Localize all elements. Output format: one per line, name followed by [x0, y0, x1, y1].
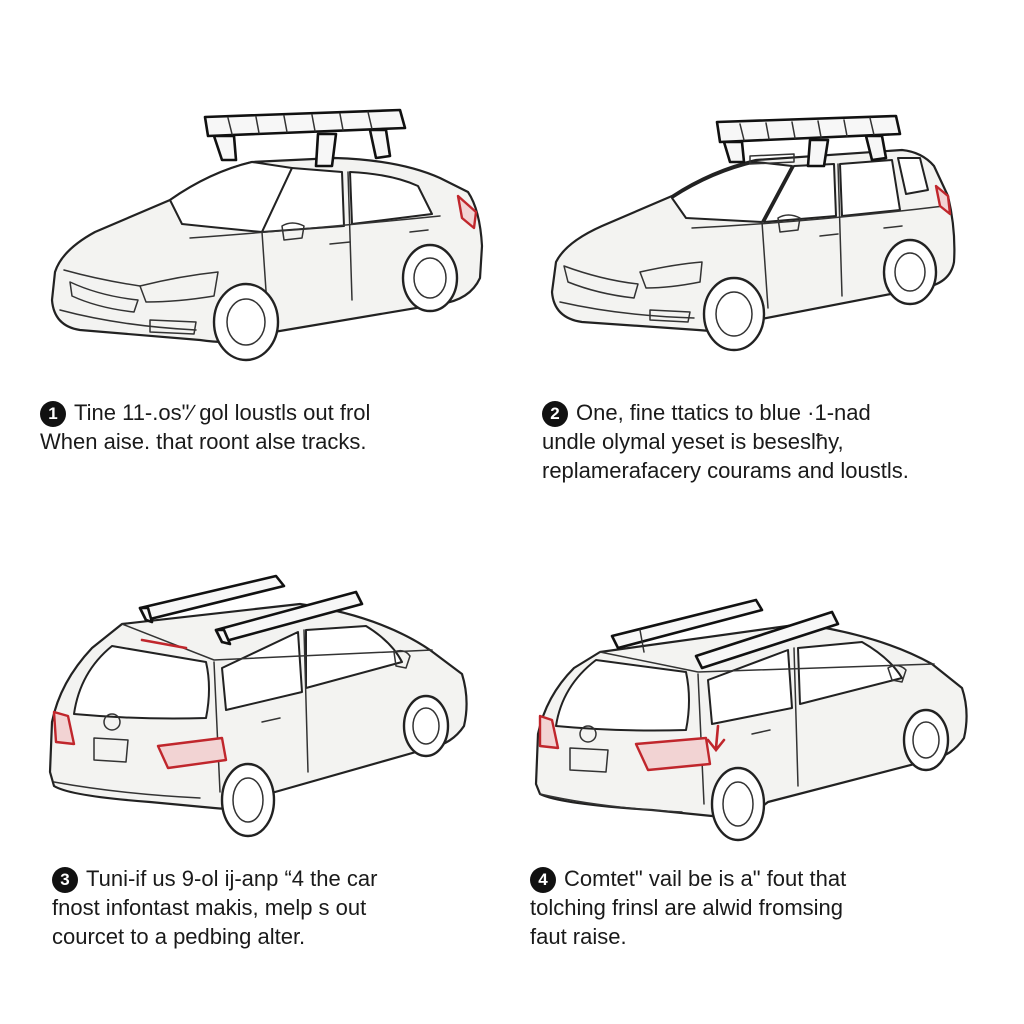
sedan-headlight: [139, 271, 219, 303]
suv-side-window-2: [305, 625, 403, 689]
step-1-line-2: When aise. that roont alse tracks.: [40, 429, 367, 454]
suv2-side-window-1: [707, 649, 793, 725]
wagon-mirror: [777, 214, 801, 233]
suv2-plate: [569, 747, 609, 773]
step-2-line-2: undle olymal yeset is beseslħy,: [542, 429, 844, 454]
roof-basket-1: [203, 108, 407, 168]
sedan-front-window: [261, 167, 345, 233]
suv-front-wheel: [402, 694, 450, 758]
crossbars-3: [138, 574, 364, 646]
red-arrow-icon: [706, 724, 726, 753]
step-number-badge: 4: [530, 867, 556, 893]
wagon-grille: [563, 265, 639, 299]
suv-rear-window: [73, 645, 210, 720]
suv-mirror: [393, 649, 411, 669]
suv2-tail-light-right: [634, 736, 712, 772]
suv2-rear-window: [555, 659, 690, 732]
roof-basket-2: [715, 114, 902, 168]
suv-tail-light-right: [156, 736, 228, 770]
step-4-line-2: tolching frinsl are alwid fromsing: [530, 895, 844, 920]
suv2-front-wheel: [902, 708, 950, 772]
sedan-rear-window: [349, 171, 433, 225]
wagon-front-wheel: [702, 276, 766, 352]
sedan-rear-wheel: [401, 243, 459, 313]
step-4-line-3: faut raise.: [530, 924, 627, 949]
step-3-line-3: courcet to a pedbing alter.: [52, 924, 306, 949]
wagon-tail-light: [934, 184, 952, 216]
suv2-side-window-2: [797, 641, 903, 705]
step-2-line-3: replamerafacery courams and loustls.: [542, 458, 909, 483]
suv2-rear-wheel: [710, 766, 766, 842]
suv-plate: [93, 737, 129, 763]
suv-tail-light-left: [52, 710, 76, 746]
wagon-with-roof-basket-illustration: [550, 114, 956, 352]
wagon-windshield: [671, 161, 793, 223]
wagon-headlight: [639, 261, 703, 289]
sedan-grille: [69, 281, 139, 313]
suv2-badge: [579, 725, 597, 743]
wagon-rear-window: [839, 159, 901, 217]
suv-side-window-1: [221, 631, 303, 711]
step-3-line-2: fnost infontast makis, melp s out: [52, 895, 367, 920]
step-number-badge: 2: [542, 401, 568, 427]
suv-brake-light: [140, 638, 188, 650]
step-number-badge: 3: [52, 867, 78, 893]
suv2-tail-light-left: [538, 714, 560, 750]
step-number-badge: 1: [40, 401, 66, 427]
suv2-mirror: [887, 664, 907, 683]
suv-badge: [103, 713, 121, 731]
sedan-front-wheel: [212, 282, 280, 362]
sedan-mirror: [281, 222, 305, 241]
wagon-rear-wheel: [882, 238, 938, 306]
sedan-tail-light: [456, 194, 478, 230]
sedan-with-roof-basket-illustration: [50, 108, 484, 362]
crossbars-4: [610, 598, 840, 670]
wagon-quarter-window: [897, 157, 929, 195]
suv-rear-wheel: [220, 762, 276, 838]
suv-rear-with-crossbars-and-red-arrow-illustration: [534, 598, 968, 842]
suv-rear-with-crossbars-illustration: [48, 574, 468, 838]
